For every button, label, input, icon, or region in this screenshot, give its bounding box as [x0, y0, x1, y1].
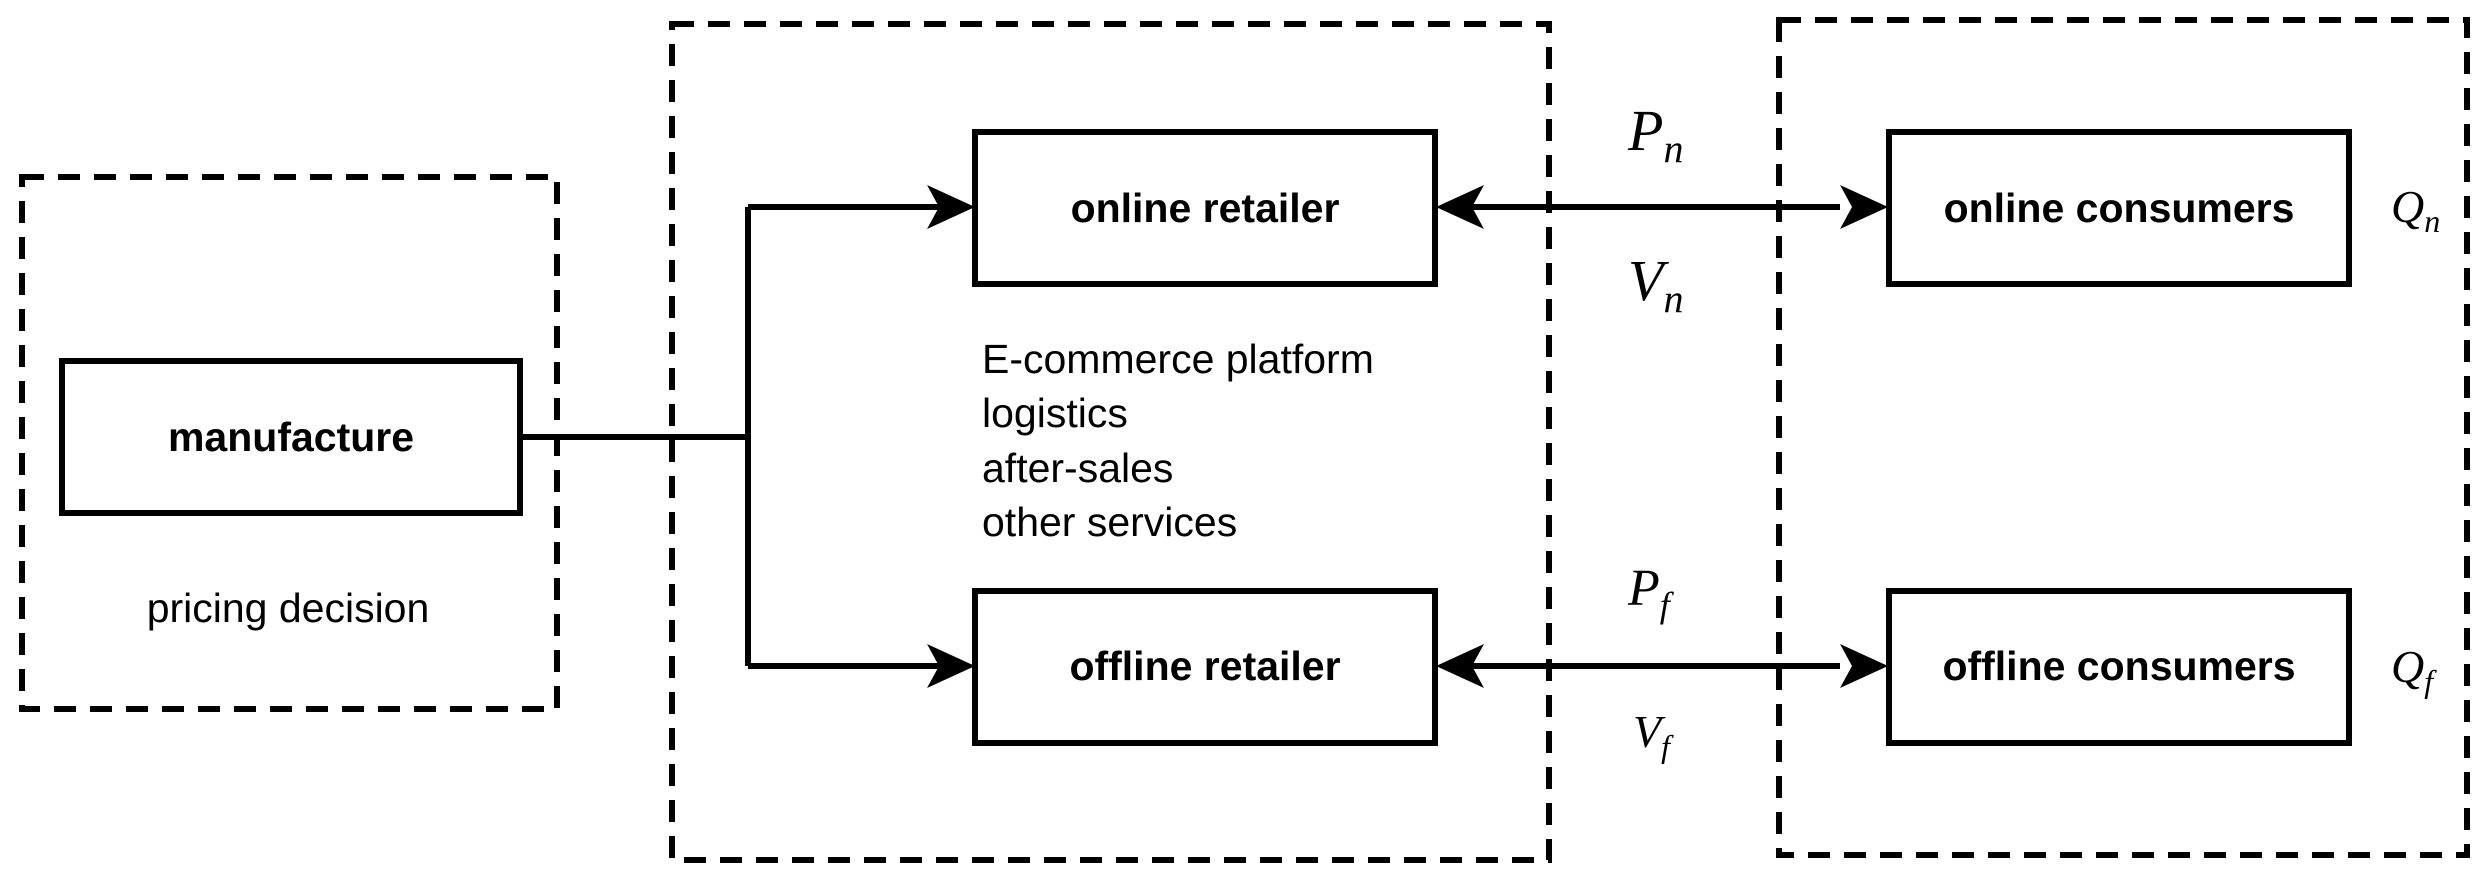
offline-retailer-label: offline retailer: [1069, 643, 1340, 689]
arrowhead-to-offline-consumers: [1840, 644, 1888, 688]
service-item: E-commerce platform: [982, 336, 1374, 382]
services-list: E-commerce platform logistics after-sale…: [982, 336, 1374, 545]
retailer-group: [669, 21, 1552, 863]
online-quantity-symbol: Qn: [2391, 181, 2440, 239]
offline-value-symbol: Vf: [1633, 706, 1674, 764]
online-consumers-label: online consumers: [1944, 185, 2295, 231]
offline-consumers-label: offline consumers: [1942, 643, 2295, 689]
consumer-group: [1776, 17, 2470, 858]
arrowhead-to-online-retailer-from-consumers: [1436, 185, 1484, 229]
service-item: after-sales: [982, 445, 1173, 491]
distribution-connector: [520, 204, 945, 669]
service-item: logistics: [982, 390, 1128, 436]
arrowhead-to-online-consumers: [1840, 185, 1888, 229]
manufacturer-group: [19, 174, 560, 712]
online-consumers-node: [1886, 129, 2352, 287]
online-value-symbol: Vn: [1628, 248, 1683, 321]
arrowhead-to-offline-retailer: [927, 644, 975, 688]
online-price-symbol: Pn: [1627, 98, 1683, 171]
offline-price-symbol: Pf: [1627, 560, 1675, 625]
arrowhead-to-online-retailer: [927, 185, 975, 229]
online-retailer-label: online retailer: [1071, 185, 1340, 231]
offline-retailer-node: [972, 588, 1438, 746]
manufacture-label: manufacture: [168, 414, 414, 460]
arrowhead-to-offline-retailer-from-consumers: [1436, 644, 1484, 688]
service-item: other services: [982, 499, 1237, 545]
pricing-decision-label: pricing decision: [147, 585, 430, 631]
online-retailer-node: [972, 129, 1438, 287]
offline-quantity-symbol: Qf: [2391, 641, 2437, 699]
manufacture-node: [59, 358, 523, 516]
offline-consumers-node: [1886, 588, 2352, 746]
